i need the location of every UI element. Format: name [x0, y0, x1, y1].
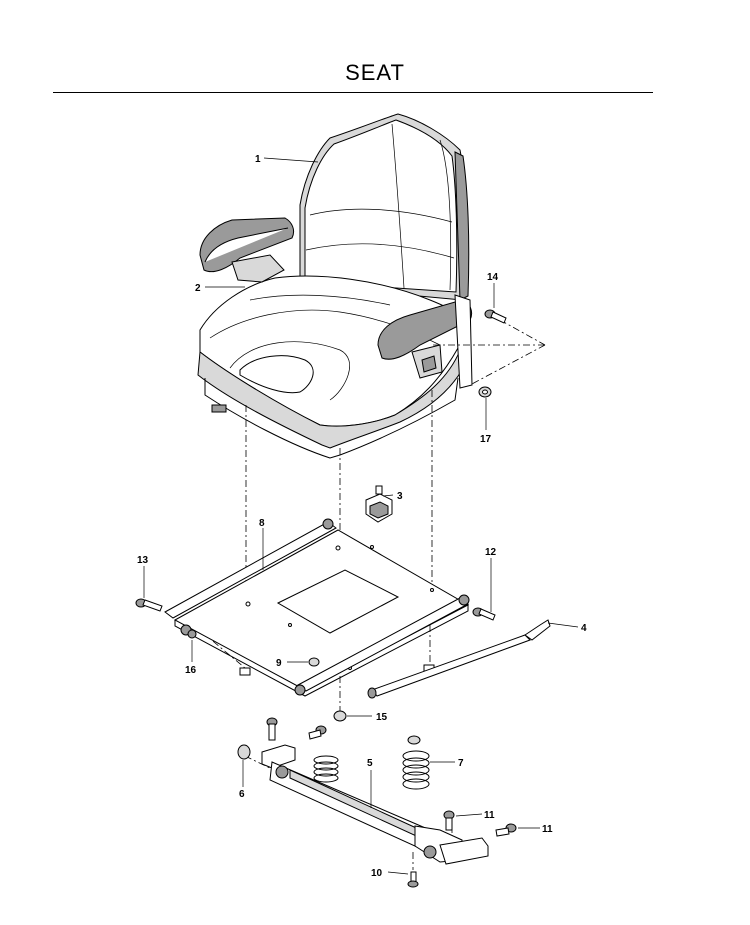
callout-4: 4 — [581, 623, 587, 634]
callout-17: 17 — [480, 434, 492, 445]
callout-5: 5 — [367, 758, 373, 769]
title-rule — [53, 92, 653, 93]
suspension-bracket — [237, 717, 489, 865]
page-title: SEAT — [345, 60, 405, 85]
callout-16: 16 — [185, 665, 197, 676]
nut-17 — [478, 386, 492, 398]
callout-14: 14 — [487, 272, 499, 283]
adjust-rod — [367, 619, 551, 699]
bolt-14 — [484, 309, 507, 324]
callout-12: 12 — [485, 547, 497, 558]
bolt-10 — [407, 871, 419, 888]
seat-switch — [365, 485, 393, 523]
callout-9: 9 — [276, 658, 282, 669]
callout-8: 8 — [259, 518, 265, 529]
nut-15 — [333, 710, 347, 722]
seat-plate — [164, 518, 470, 697]
callout-3: 3 — [397, 491, 403, 502]
callout-11-upper: 11 — [484, 810, 495, 821]
callout-6: 6 — [239, 789, 245, 800]
spring-7 — [402, 735, 430, 790]
seat-assembly — [197, 113, 473, 459]
bolt-12 — [472, 607, 496, 621]
bolt-11-lower — [495, 823, 517, 837]
callouts: 1 2 3 4 5 6 7 8 9 10 11 11 12 13 14 15 1… — [137, 154, 587, 879]
bolt-11-upper — [443, 810, 455, 831]
bolt-13 — [135, 598, 163, 612]
callout-10: 10 — [371, 868, 383, 879]
callout-11-lower: 11 — [542, 824, 553, 835]
callout-13: 13 — [137, 555, 149, 566]
callout-15: 15 — [376, 712, 388, 723]
leader-lines — [143, 157, 579, 875]
callout-1: 1 — [255, 154, 261, 165]
callout-2: 2 — [195, 283, 201, 294]
callout-7: 7 — [458, 758, 464, 769]
